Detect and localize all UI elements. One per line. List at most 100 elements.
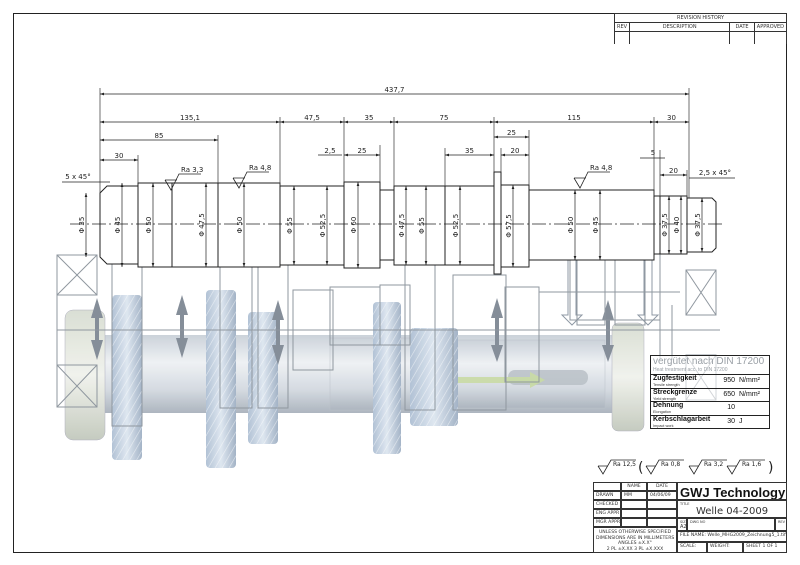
dim-diameter: Φ 55 <box>418 217 426 234</box>
dim-horizontal: 2,5 <box>324 147 335 155</box>
shaft-2d-drawing <box>70 171 725 275</box>
shaft-segment <box>171 182 219 268</box>
dimension-lines <box>62 92 735 268</box>
sheet-size: A2 <box>680 523 687 530</box>
roughness-symbol-icon <box>164 173 201 191</box>
dim-diameter: Φ 35 <box>78 217 86 234</box>
tb-size-cell: SIZE A2 <box>677 518 687 531</box>
dim-diameter: Φ 50 <box>236 217 244 234</box>
surface-finish-value: Ra 3,2 <box>704 461 723 468</box>
dim-horizontal: 115 <box>567 114 580 122</box>
roughness-value: Ra 4,8 <box>249 164 271 172</box>
tb-drawn-date: 04/06/09 <box>647 491 677 500</box>
rev-col-rev: REV <box>613 22 631 32</box>
surface-finish-symbol-icon <box>726 459 765 475</box>
render-load-arrows <box>560 212 660 326</box>
dim-horizontal: 35 <box>465 147 474 155</box>
tb-eng-appr-label: ENG APPR <box>593 509 621 518</box>
ht-value: 650 <box>723 390 735 398</box>
dim-horizontal: 47,5 <box>304 114 320 122</box>
shaft-segment <box>217 182 281 268</box>
surface-finish-symbol-icon <box>688 459 727 475</box>
dim-horizontal: 20 <box>669 167 678 175</box>
render-gear <box>206 290 236 468</box>
shaft-segment <box>279 185 345 266</box>
tb-title-cell: TITLE Welle 04-2009 <box>677 500 787 518</box>
tb-rev: REV <box>775 518 787 531</box>
revision-history-table: REVISION HISTORY REV DESCRIPTION DATE AP… <box>613 13 788 44</box>
ht-unit: N/mm² <box>739 377 760 384</box>
company-name: GWJ Technology <box>677 482 787 500</box>
surface-finish-note <box>597 459 765 475</box>
surface-finish-value: Ra 12,5 <box>613 461 636 468</box>
ht-value: 10 <box>727 404 735 411</box>
extension-lines <box>99 88 690 198</box>
dim-diameter: Φ 47,5 <box>198 213 206 236</box>
dim-diameter: Φ 50 <box>567 217 575 234</box>
render-gear <box>248 312 278 444</box>
tb-header-name: NAME <box>621 482 647 491</box>
tb-file-name: FILE NAME: Welle_MHG2009_Zeichnung5_1.ti… <box>677 531 787 542</box>
surface-finish-symbol-icon <box>597 459 636 475</box>
dim-horizontal: 75 <box>440 114 449 122</box>
ht-unit: J <box>739 417 743 425</box>
shaft-segment <box>659 195 688 255</box>
dim-horizontal: 5 <box>651 149 655 157</box>
dim-diameter: Φ 45 <box>114 217 122 234</box>
dim-diameter: Φ 52,5 <box>452 214 460 237</box>
dim-diameter: Φ 55 <box>286 217 294 234</box>
shaft-segment <box>500 184 530 268</box>
paren-close: ) <box>768 460 773 476</box>
surface-finish-value: Ra 0,8 <box>661 461 680 468</box>
dim-horizontal: 20 <box>511 147 520 155</box>
shaft-segment <box>343 181 381 269</box>
shaft-groove <box>653 195 661 255</box>
dim-diameter: Φ 37,5 <box>661 213 669 236</box>
dim-diameter: Φ 47,5 <box>398 214 406 237</box>
heat-treatment-title-en: Heat treatment acc. to DIN 17200 <box>653 367 728 373</box>
chamfer-right: 2,5 x 45° <box>699 169 731 177</box>
shaft-segment <box>444 185 498 266</box>
roughness-symbol-icon <box>573 171 610 189</box>
drawing-border <box>13 13 787 553</box>
chamfer-left: 5 x 45° <box>65 173 90 181</box>
tb-checked-label: CHECKED <box>593 500 621 509</box>
ht-unit <box>735 402 739 415</box>
dim-diameter: Φ 40 <box>673 217 681 234</box>
tb-drawn-name: MM <box>621 491 647 500</box>
dim-horizontal: 25 <box>507 129 516 137</box>
dim-diameter: Φ 37,5 <box>694 213 702 236</box>
dim-overall-length: 437,7 <box>384 86 404 94</box>
surface-finish-symbol-icon <box>645 459 684 475</box>
rev-col-approved: APPROVED <box>753 22 788 32</box>
dim-horizontal: 35 <box>365 114 374 122</box>
shaft-collar <box>493 171 502 275</box>
heat-treatment-table: vergütet nach DIN 17200 Heat treatment a… <box>650 355 770 429</box>
dim-horizontal: 30 <box>115 152 124 160</box>
dim-diameter: Φ 45 <box>592 217 600 234</box>
dim-horizontal: 25 <box>358 147 367 155</box>
render-bearing-right <box>611 322 645 432</box>
tb-mgr-appr-label: MGR APPR <box>593 518 621 527</box>
shaft-segment <box>137 182 173 268</box>
paren-open: ( <box>638 460 643 476</box>
shaft-3d-render <box>64 212 660 468</box>
surface-finish-value: Ra 1,6 <box>742 461 761 468</box>
tb-tolerance-note: UNLESS OTHERWISE SPECIFIED DIMENSIONS AR… <box>593 527 677 553</box>
tb-dwg-no: DWG NO <box>687 518 775 531</box>
render-axial-arrow <box>455 372 545 388</box>
rev-col-description: DESCRIPTION <box>629 22 731 32</box>
roughness-symbol-icon <box>232 171 269 189</box>
dim-horizontal: 85 <box>155 132 164 140</box>
dim-diameter: Φ 57,5 <box>505 214 513 237</box>
tb-header-date: DATE <box>647 482 677 491</box>
shaft-segment <box>379 189 395 261</box>
render-shaft-step <box>329 337 416 411</box>
dim-horizontal: 30 <box>667 114 676 122</box>
